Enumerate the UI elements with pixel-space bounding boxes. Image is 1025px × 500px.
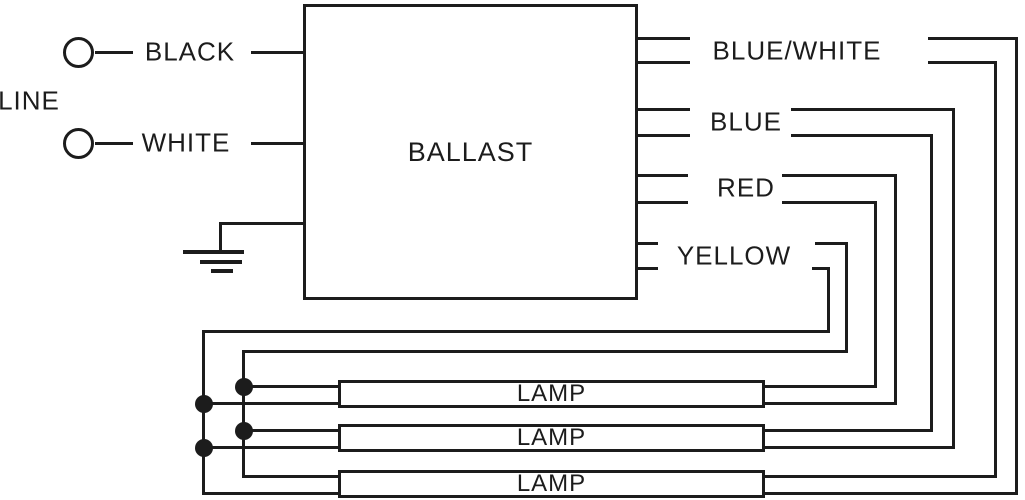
lamp-2-box: LAMP (338, 424, 765, 452)
lamp-2-label: LAMP (516, 424, 587, 451)
red-wire-label: RED (717, 172, 775, 203)
wire-bluewhite-1-stub (638, 37, 690, 40)
wire-bluewhite-2-run (928, 61, 997, 64)
wire-red-2-run (782, 201, 877, 204)
lamp-1-label: LAMP (516, 380, 587, 407)
black-wire-in-segment (251, 51, 303, 54)
lamp1-top-right-pin (765, 385, 877, 388)
junction-dot (234, 377, 253, 396)
lamp2-bottom-right-pin (765, 446, 955, 449)
wire-red-1-run (782, 174, 897, 177)
junction-dot (194, 438, 213, 457)
ground-wire-vertical (219, 222, 222, 253)
blue-wire-label: BLUE (710, 106, 782, 137)
wire-bluewhite-2-drop (994, 61, 997, 478)
lamp-1-box: LAMP (338, 380, 765, 408)
ballast-box: BALLAST (303, 4, 638, 300)
wire-bluewhite-1-drop (1015, 37, 1018, 495)
lamp-3-label: LAMP (516, 470, 587, 497)
wire-blue-2-stub (638, 134, 690, 137)
wire-yellow-2-bus (202, 330, 205, 495)
wire-red-1-stub (638, 174, 688, 177)
wire-yellow-1-bus (242, 350, 245, 478)
yellow-wire-label: YELLOW (676, 240, 792, 271)
wire-yellow-1-cross (242, 350, 848, 353)
ground-bar-long (183, 250, 244, 254)
wire-bluewhite-1-run (928, 37, 1018, 40)
lamp2-bottom-left-pin (202, 446, 338, 449)
wire-red-2-drop (874, 201, 877, 388)
lamp3-top-right-pin (765, 475, 997, 478)
lamp2-top-left-pin (242, 429, 338, 432)
line-terminal-white (63, 128, 94, 159)
line-label: LINE (0, 85, 60, 116)
lamp3-bottom-right-pin (765, 492, 1018, 495)
lamp1-bottom-left-pin (202, 402, 338, 405)
ground-bar-short (211, 269, 233, 273)
wire-blue-1-drop (952, 108, 955, 449)
black-wire-label: BLACK (144, 36, 236, 67)
wire-yellow-2-run (812, 267, 830, 270)
lamp3-bottom-left-pin (202, 492, 338, 495)
black-wire-lead-segment (95, 51, 133, 54)
wire-yellow-2-drop (827, 267, 830, 333)
white-wire-lead-segment (95, 142, 133, 145)
junction-dot (234, 421, 253, 440)
white-wire-label: WHITE (141, 127, 231, 158)
wire-red-1-drop (894, 174, 897, 405)
ballast-label: BALLAST (407, 136, 534, 167)
blue-white-wire-label: BLUE/WHITE (712, 35, 882, 66)
wire-bluewhite-2-stub (638, 61, 690, 64)
wire-blue-1-stub (638, 108, 690, 111)
ground-wire-horizontal (219, 222, 303, 225)
lamp2-top-right-pin (765, 429, 933, 432)
lamp3-top-left-pin (242, 475, 338, 478)
wire-red-2-stub (638, 201, 688, 204)
lamp1-top-left-pin (242, 385, 338, 388)
line-terminal-black (63, 37, 94, 68)
wire-yellow-1-drop (845, 242, 848, 353)
wire-blue-2-run (791, 134, 933, 137)
junction-dot (194, 394, 213, 413)
wire-yellow-1-run (815, 242, 848, 245)
wire-yellow-2-stub (638, 267, 658, 270)
wire-blue-2-drop (930, 134, 933, 432)
lamp1-bottom-right-pin (765, 402, 897, 405)
ground-bar-medium (200, 260, 242, 264)
white-wire-in-segment (251, 142, 303, 145)
wire-yellow-2-cross (202, 330, 830, 333)
wire-yellow-1-stub (638, 242, 658, 245)
wire-blue-1-run (791, 108, 955, 111)
lamp-3-box: LAMP (338, 470, 765, 498)
